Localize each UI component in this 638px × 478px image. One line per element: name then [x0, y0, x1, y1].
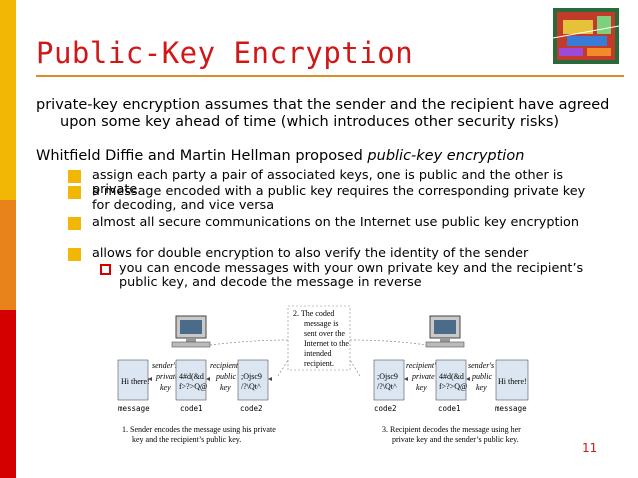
- box-label: code2: [374, 404, 397, 413]
- bullet-text-3: almost all secure communications on the …: [92, 215, 579, 230]
- code-text: f>?>Q@: [439, 382, 467, 391]
- decor-stripe-red: [0, 310, 16, 478]
- caption-step-1: 1. Sender encodes the message using his …: [122, 425, 276, 434]
- arrow-icon: [466, 377, 470, 381]
- sub-bullet-square-icon: [100, 264, 111, 275]
- key-label: public: [471, 372, 492, 381]
- code-text: /?\Qt^: [241, 382, 261, 391]
- code-box: [435, 359, 467, 401]
- code-text: 4#d(&d: [439, 372, 464, 381]
- paragraph-line-2: upon some key ahead of time (which intro…: [60, 114, 560, 130]
- step-2-line: Internet to the: [304, 339, 349, 348]
- public-key-diagram: 2. The coded message is sent over the In…: [117, 305, 529, 444]
- key-label: public: [215, 372, 236, 381]
- decor-stripe-yellow: [0, 0, 16, 200]
- computer-icon: [171, 315, 211, 348]
- key-label: sender's: [152, 361, 178, 370]
- message-text: Hi there!: [121, 377, 150, 386]
- bullet-text-2: a message encoded with a public key requ…: [92, 184, 586, 213]
- box-label: code1: [180, 404, 203, 413]
- step-2-line: intended: [304, 349, 332, 358]
- bullet-square-icon: [68, 217, 81, 230]
- sub-bullet-text: you can encode messages with your own pr…: [119, 261, 584, 290]
- step-2-line: sent over the: [304, 329, 345, 338]
- arrow-icon: [148, 377, 152, 381]
- caption-step-3: 3. Recipient decodes the message using h…: [382, 425, 521, 434]
- paragraph-line-1: private-key encryption assumes that the …: [36, 97, 610, 113]
- code-text: f>?>Q@: [179, 382, 207, 391]
- computer-icon: [425, 315, 465, 348]
- message-text: Hi there!: [498, 377, 527, 386]
- code-text: ;Ojsc9: [377, 372, 398, 381]
- code-text: /?\Qt^: [377, 382, 397, 391]
- bullet-square-icon: [68, 248, 81, 261]
- arrow-icon: [206, 377, 210, 381]
- connector-line: [349, 359, 361, 377]
- box-label: code1: [438, 404, 461, 413]
- paragraph-diffie-hellman: Whitfield Diffie and Martin Hellman prop…: [36, 148, 524, 164]
- connector-line: [209, 339, 289, 346]
- key-label: sender's: [468, 361, 494, 370]
- key-label: key: [220, 383, 231, 392]
- message-box: [117, 359, 149, 401]
- bullet-text-4: allows for double encryption to also ver…: [92, 246, 529, 261]
- code-text: ;Ojsc9: [241, 372, 262, 381]
- code-box: [373, 359, 405, 401]
- key-label: key: [160, 383, 171, 392]
- box-label: message: [118, 404, 150, 413]
- code-text: 4#d(&d: [179, 372, 204, 381]
- decor-stripe-orange: [0, 200, 16, 310]
- paragraph-emphasis: public-key encryption: [367, 148, 525, 164]
- box-label: code2: [240, 404, 263, 413]
- key-label: recipient's: [406, 361, 439, 370]
- message-box: [495, 359, 529, 401]
- code-box: [175, 359, 207, 401]
- paragraph-prefix: Whitfield Diffie and Martin Hellman prop…: [36, 148, 368, 164]
- step-2-box: [287, 305, 351, 371]
- box-label: message: [495, 404, 527, 413]
- step-2-line: message is: [304, 319, 338, 328]
- connector-line: [277, 359, 289, 377]
- arrow-icon: [404, 377, 408, 381]
- key-label: private: [155, 372, 179, 381]
- key-label: recipient's: [210, 361, 243, 370]
- slide-title: Public-Key Encryption: [36, 36, 414, 70]
- paragraph-private-key: private-key encryption assumes that the …: [36, 97, 616, 131]
- circuit-board-image: [553, 8, 619, 64]
- bullet-text-1: assign each party a pair of associated k…: [92, 168, 564, 197]
- code-box: [237, 359, 269, 401]
- caption-step-1: key and the recipient’s public key.: [132, 435, 241, 444]
- caption-step-3: private key and the sender’s public key.: [392, 435, 519, 444]
- key-label: key: [416, 383, 427, 392]
- connector-line: [349, 339, 427, 346]
- key-label: private: [411, 372, 435, 381]
- arrow-icon: [268, 377, 272, 381]
- step-2-line: recipient.: [304, 359, 334, 368]
- bullet-square-icon: [68, 170, 81, 183]
- bullet-square-icon: [68, 186, 81, 199]
- key-label: key: [476, 383, 487, 392]
- title-underline: [36, 75, 624, 77]
- step-2-line: 2. The coded: [293, 309, 334, 318]
- page-number: 11: [582, 441, 598, 455]
